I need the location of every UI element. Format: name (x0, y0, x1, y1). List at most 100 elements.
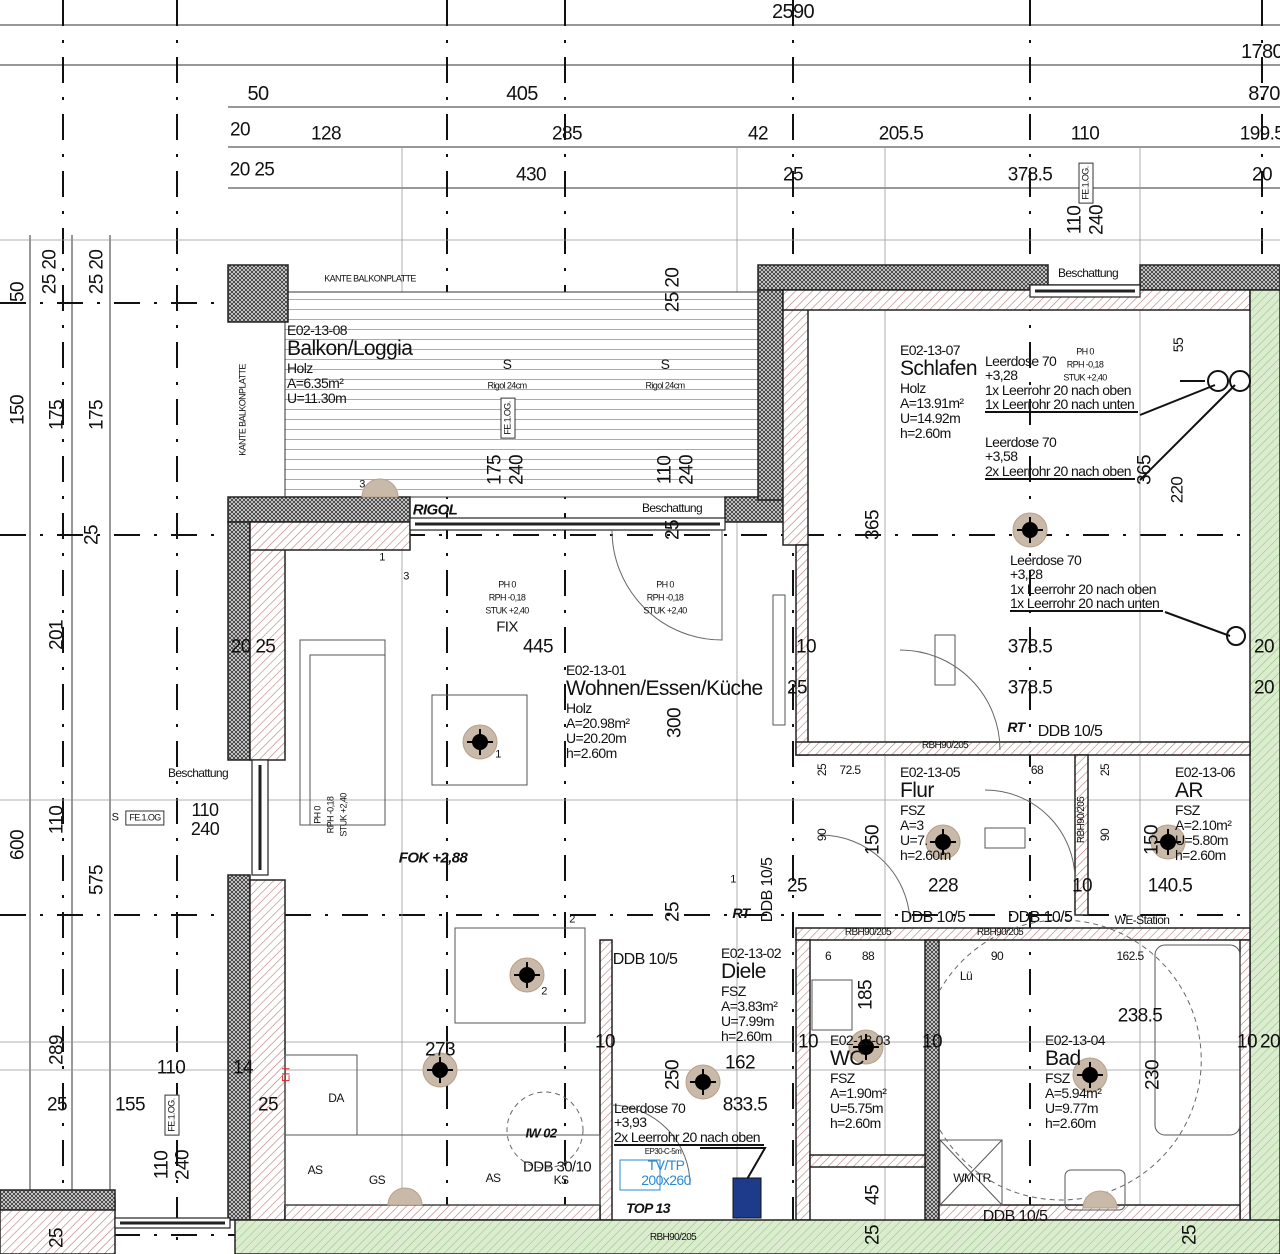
annotation-label: 1 (495, 748, 501, 761)
note-line: 1x Leerrohr 20 nach unten (985, 397, 1139, 414)
room-height: h=2.60m (830, 1115, 881, 1132)
dimension-label: 150 (7, 395, 29, 425)
dimension-label: 250 (662, 1060, 684, 1090)
annotation-label: 200x260 (641, 1172, 691, 1188)
dimension-label: 175 (46, 400, 68, 430)
annotation-label: Beschattung (641, 501, 703, 515)
note-line: +3,28 (985, 367, 1018, 384)
dimension-label: 88 (861, 949, 875, 963)
dimension-label: 273 (425, 1039, 456, 1061)
annotation-label: IW 02 (525, 1125, 558, 1141)
room-id: E02-13-02 (721, 945, 782, 961)
annotation-label: STUK +2,40 (338, 793, 349, 837)
dimension-label: 14 (233, 1057, 254, 1079)
room-area: A=20.98m² (566, 714, 630, 731)
room-id: E02-13-04 (1045, 1032, 1106, 1048)
annotation-label: EH (280, 1067, 293, 1083)
annotation-label: TV/TP (647, 1157, 685, 1173)
dimension-label: 378.5 (1007, 677, 1053, 699)
dimension-label: 240 (506, 455, 528, 485)
room-id: E02-13-07 (900, 342, 961, 358)
room-floor: FSZ (830, 1069, 855, 1086)
dimension-label: 240 (172, 1150, 194, 1180)
dimension-label: 55 (1170, 337, 1186, 353)
dimension-label: 50 (247, 83, 269, 105)
dimension-label: 20 (1254, 636, 1275, 658)
annotation-label: RBH90/205 (1076, 796, 1087, 844)
annotation-label: Rigol 24cm (645, 380, 685, 391)
dimension-label: 445 (523, 636, 554, 658)
dimension-label: 201 (46, 620, 68, 650)
walls (0, 264, 1280, 1254)
note-line: 1x Leerrohr 20 nach unten (1010, 596, 1164, 613)
room-id: E02-13-03 (830, 1032, 891, 1048)
dimension-label: 25 (46, 1228, 68, 1248)
dimension-label: 10 (1237, 1031, 1258, 1053)
note-line: 1x Leerrohr 20 nach oben (985, 381, 1132, 398)
dimension-label: 162.5 (1116, 949, 1144, 963)
annotation-label: RBH90/205 (844, 927, 892, 938)
lamp-crosses (427, 517, 1181, 1095)
annotation-label: DDB 10/5 (612, 951, 678, 968)
annotation-label: PH 0 (498, 579, 516, 590)
room-floor: FSZ (1045, 1069, 1070, 1086)
room-perimeter: U=7.99m (721, 1013, 775, 1029)
dimension-label: 10 (798, 1031, 819, 1053)
dimension-label: 185 (855, 980, 877, 1010)
room-height: h=2.60m (900, 425, 951, 442)
distribution-box (732, 1177, 762, 1219)
dimension-label: 285 (552, 123, 583, 145)
dimension-label: 110 (46, 805, 68, 835)
dimension-label: 20 (230, 119, 251, 141)
annotation-label: RPH -0,18 (1066, 359, 1104, 370)
dimension-label: 10 (922, 1031, 943, 1053)
annotation-label: AS (485, 1171, 501, 1185)
annotation-label: FOK +2,88 (398, 849, 468, 867)
room-id: E02-13-06 (1175, 764, 1236, 780)
dimension-label: 25 20 (86, 249, 108, 295)
dimension-label: 128 (311, 123, 342, 145)
annotation-label: Beschattung (1057, 266, 1119, 280)
annotation-label: Lü (959, 969, 973, 983)
annotation-label: STUK +2,40 (485, 605, 529, 616)
windows (114, 284, 1141, 1229)
dimension-label: 90 (990, 949, 1004, 963)
room-area: A=3.83m² (721, 997, 778, 1014)
annotation-label: 3 (359, 478, 365, 491)
room-area: A=5.94m² (1045, 1084, 1102, 1101)
annotation-label: AS (307, 1163, 323, 1177)
dimension-label: 575 (86, 865, 108, 895)
annotation-label: FE.1.OG. (1078, 162, 1094, 204)
dimension-label: 175 (484, 455, 506, 485)
dimension-label: 833.5 (722, 1094, 768, 1116)
annotation-label: RBH90/205 (976, 927, 1024, 938)
annotation-label: FE.1.OG. (500, 397, 516, 439)
note-line: Leerdose 70 (985, 434, 1057, 450)
annotation-label: STUK +2,40 (643, 605, 687, 616)
dimension-label: 10 (796, 636, 817, 658)
dimension-label: 20 (1254, 677, 1275, 699)
dimension-label: 20 25 (229, 159, 275, 181)
room-perimeter: U=11.30m (287, 390, 347, 406)
annotation-label: RPH -0,18 (488, 592, 526, 603)
annotation-label: KS (553, 1173, 569, 1187)
dimension-label: 155 (115, 1094, 146, 1116)
dimension-label: 25 (1098, 763, 1112, 777)
dimension-label: 25 (258, 1094, 279, 1116)
dimension-label: 25 (862, 1225, 884, 1245)
annotation-label: DDB 30/10 (523, 1158, 592, 1176)
dimension-label: 378.5 (1007, 636, 1053, 658)
dimension-label: 870 (1248, 83, 1280, 105)
annotation-label: 2 (569, 913, 575, 926)
room-floor: FSZ (900, 801, 925, 818)
annotation-label: DDB 10/5 (982, 1208, 1048, 1225)
dimension-label: 150 (862, 825, 884, 855)
